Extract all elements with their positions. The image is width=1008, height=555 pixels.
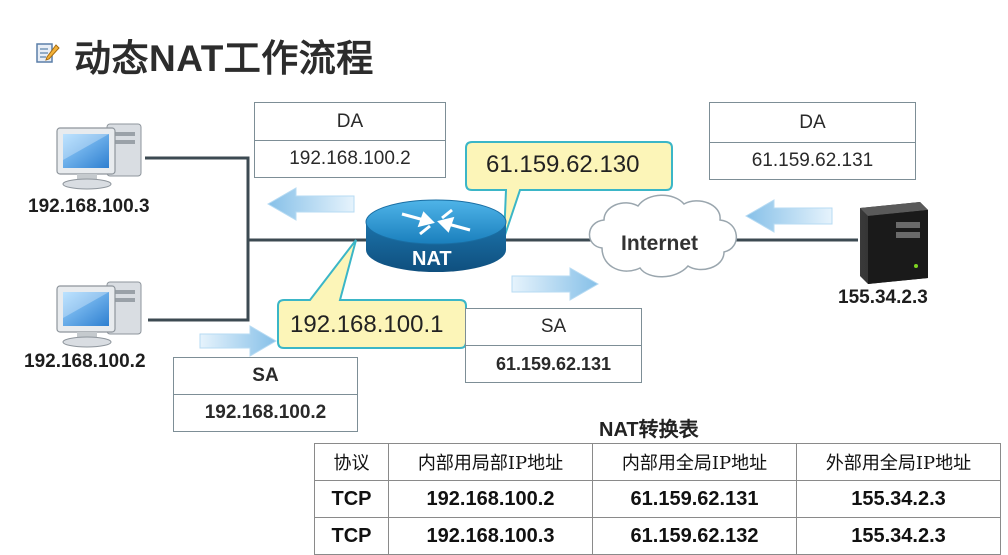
table-cell: 192.168.100.2 <box>388 480 593 518</box>
link-pc-bottom <box>148 240 250 322</box>
arrow-from-server <box>744 199 833 233</box>
pc-bottom-address: 192.168.100.2 <box>24 351 146 372</box>
nat-table-title: NAT转换表 <box>599 419 699 441</box>
packet-header: SA <box>466 309 641 346</box>
table-row: TCP 192.168.100.2 61.159.62.131 155.34.2… <box>314 480 1001 518</box>
callout-outside-address <box>465 141 673 239</box>
document-edit-icon <box>36 43 60 63</box>
link-pc-top <box>145 156 250 240</box>
server-address: 155.34.2.3 <box>838 287 928 308</box>
column-header: 外部用全局IP地址 <box>796 443 1001 481</box>
table-header-row: 协议 内部用局部IP地址 内部用全局IP地址 外部用全局IP地址 <box>314 443 1001 481</box>
internet-label: Internet <box>621 232 699 255</box>
arrow-from-pc-bottom <box>199 325 278 357</box>
column-header: 内部用局部IP地址 <box>388 443 593 481</box>
packet-value: 61.159.62.131 <box>751 150 874 171</box>
packet-left-da: DA 192.168.100.2 <box>254 102 446 178</box>
packet-middle-sa: SA 61.159.62.131 <box>465 308 642 383</box>
table-cell: TCP <box>314 517 389 555</box>
table-cell: 155.34.2.3 <box>796 480 1001 518</box>
table-cell: 192.168.100.3 <box>388 517 593 555</box>
packet-header: SA <box>174 358 357 395</box>
table-row: TCP 192.168.100.3 61.159.62.132 155.34.2… <box>314 517 1001 555</box>
server-icon <box>860 202 928 284</box>
nat-router-icon <box>365 199 507 272</box>
packet-value: 192.168.100.2 <box>204 402 327 423</box>
packet-header: DA <box>255 103 445 141</box>
network-links <box>145 156 858 322</box>
table-cell: 61.159.62.131 <box>592 480 797 518</box>
packet-value: 61.159.62.131 <box>495 353 612 374</box>
nat-table: 协议 内部用局部IP地址 内部用全局IP地址 外部用全局IP地址 TCP 192… <box>314 443 1001 555</box>
pc-top-address: 192.168.100.3 <box>28 196 150 217</box>
column-header: 协议 <box>314 443 389 481</box>
pc-bottom-icon <box>56 281 142 348</box>
router-label: NAT <box>412 248 452 270</box>
pc-top-icon <box>56 123 142 190</box>
packet-header: DA <box>710 103 915 143</box>
packet-right-da: DA 61.159.62.131 <box>709 102 916 180</box>
arrow-to-pc-top <box>266 187 355 221</box>
callout-inside-address <box>277 239 467 349</box>
table-cell: 61.159.62.132 <box>592 517 797 555</box>
callout-outside-text: 61.159.62.130 <box>486 151 640 178</box>
callout-inside-text: 192.168.100.1 <box>290 311 444 338</box>
table-cell: 155.34.2.3 <box>796 517 1001 555</box>
table-cell: TCP <box>314 480 389 518</box>
arrow-to-internet <box>511 267 600 301</box>
page-title: 动态NAT工作流程 <box>74 38 374 79</box>
internet-cloud <box>588 194 738 278</box>
column-header: 内部用全局IP地址 <box>592 443 797 481</box>
packet-value: 192.168.100.2 <box>289 148 411 169</box>
packet-bottom-sa: SA 192.168.100.2 <box>173 357 358 432</box>
